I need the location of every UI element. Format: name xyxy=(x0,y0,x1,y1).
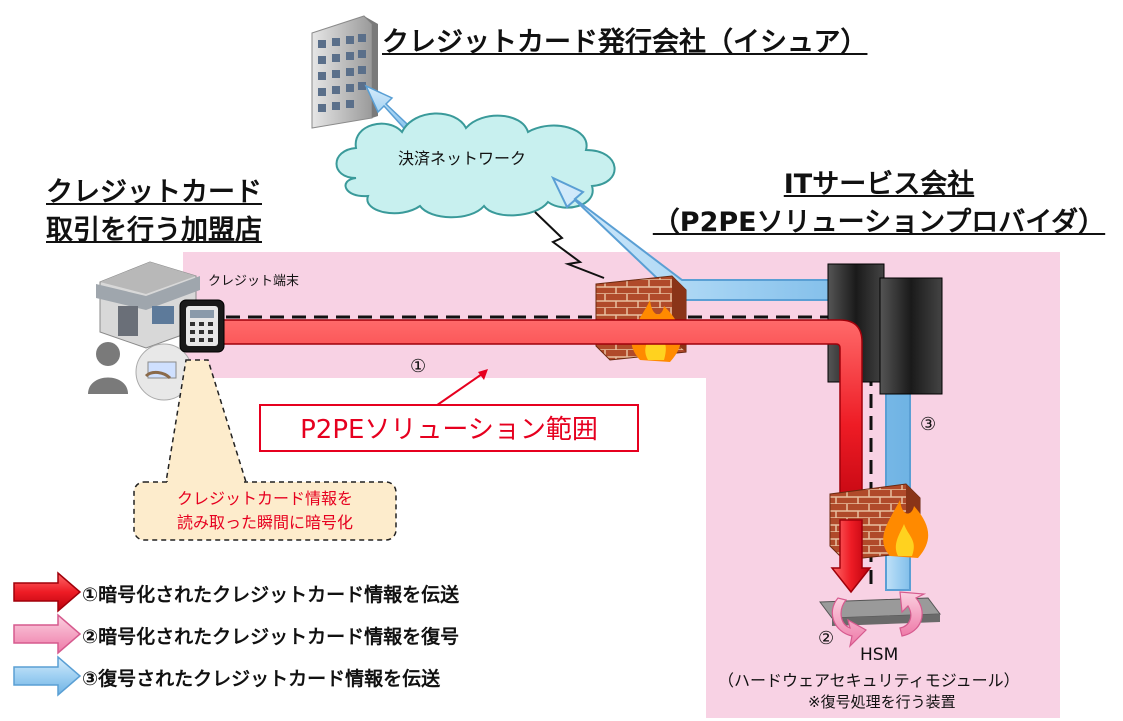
decrypt-curved-arrow-right xyxy=(899,591,927,637)
legend-arrow-encrypted xyxy=(13,571,82,613)
merchant-store-icon xyxy=(96,261,200,349)
payment-network-cloud xyxy=(335,112,616,219)
issuer-label: クレジットカード発行会社（イシュア） xyxy=(382,27,868,58)
firewall-icon-1 xyxy=(595,275,687,362)
it-service-label-line-2: （P2PEソリューションプロバイダ） xyxy=(652,207,1106,238)
legend-arrow-decrypt xyxy=(13,613,82,655)
note-line-1: クレジットカード情報を xyxy=(177,489,353,508)
hsm-note: ※復号処理を行う装置 xyxy=(808,693,956,711)
wireless-lightning-icon xyxy=(534,211,605,279)
decrypt-curved-arrow-left xyxy=(831,597,867,648)
legend-item-1: ①暗号化されたクレジットカード情報を伝送 xyxy=(82,584,460,606)
it-service-label-line-1: ITサービス会社 xyxy=(783,169,975,200)
credit-terminal-icon xyxy=(179,299,225,353)
customer-person-icon xyxy=(88,342,128,394)
hsm-title: HSM xyxy=(860,645,899,665)
merchant-label-line-2: 取引を行う加盟店 xyxy=(46,215,262,246)
note-line-2: 読み取った瞬間に暗号化 xyxy=(177,513,353,532)
encryption-note-callout: クレジットカード情報を 読み取った瞬間に暗号化 xyxy=(133,359,397,541)
p2pe-scope-box xyxy=(259,404,639,452)
merchant-label: クレジットカード 取引を行う加盟店 xyxy=(46,174,262,250)
step-label-3: ③ xyxy=(920,414,936,435)
card-hand-icon xyxy=(135,343,193,401)
scope-pointer-arrowhead xyxy=(478,369,488,380)
legend-arrow-decrypted xyxy=(13,655,82,697)
it-service-label: ITサービス会社 （P2PEソリューションプロバイダ） xyxy=(640,166,1118,242)
server-rack-icon xyxy=(827,263,943,395)
issuer-building-icon xyxy=(311,15,378,129)
scope-label: P2PEソリューション範囲 xyxy=(300,415,598,445)
terminal-label: クレジット端末 xyxy=(208,274,300,289)
hsm-subtitle: （ハードウェアセキュリティモジュール） xyxy=(718,671,1020,690)
legend-item-3: ③復号されたクレジットカード情報を伝送 xyxy=(82,668,441,690)
network-label: 決済ネットワーク xyxy=(398,149,527,168)
step-label-1: ① xyxy=(410,356,426,377)
legend-item-2: ②暗号化されたクレジットカード情報を復号 xyxy=(82,626,460,648)
encrypted-down-arrow xyxy=(830,519,872,594)
merchant-label-line-1: クレジットカード xyxy=(46,177,262,208)
step-label-2: ② xyxy=(818,628,834,649)
